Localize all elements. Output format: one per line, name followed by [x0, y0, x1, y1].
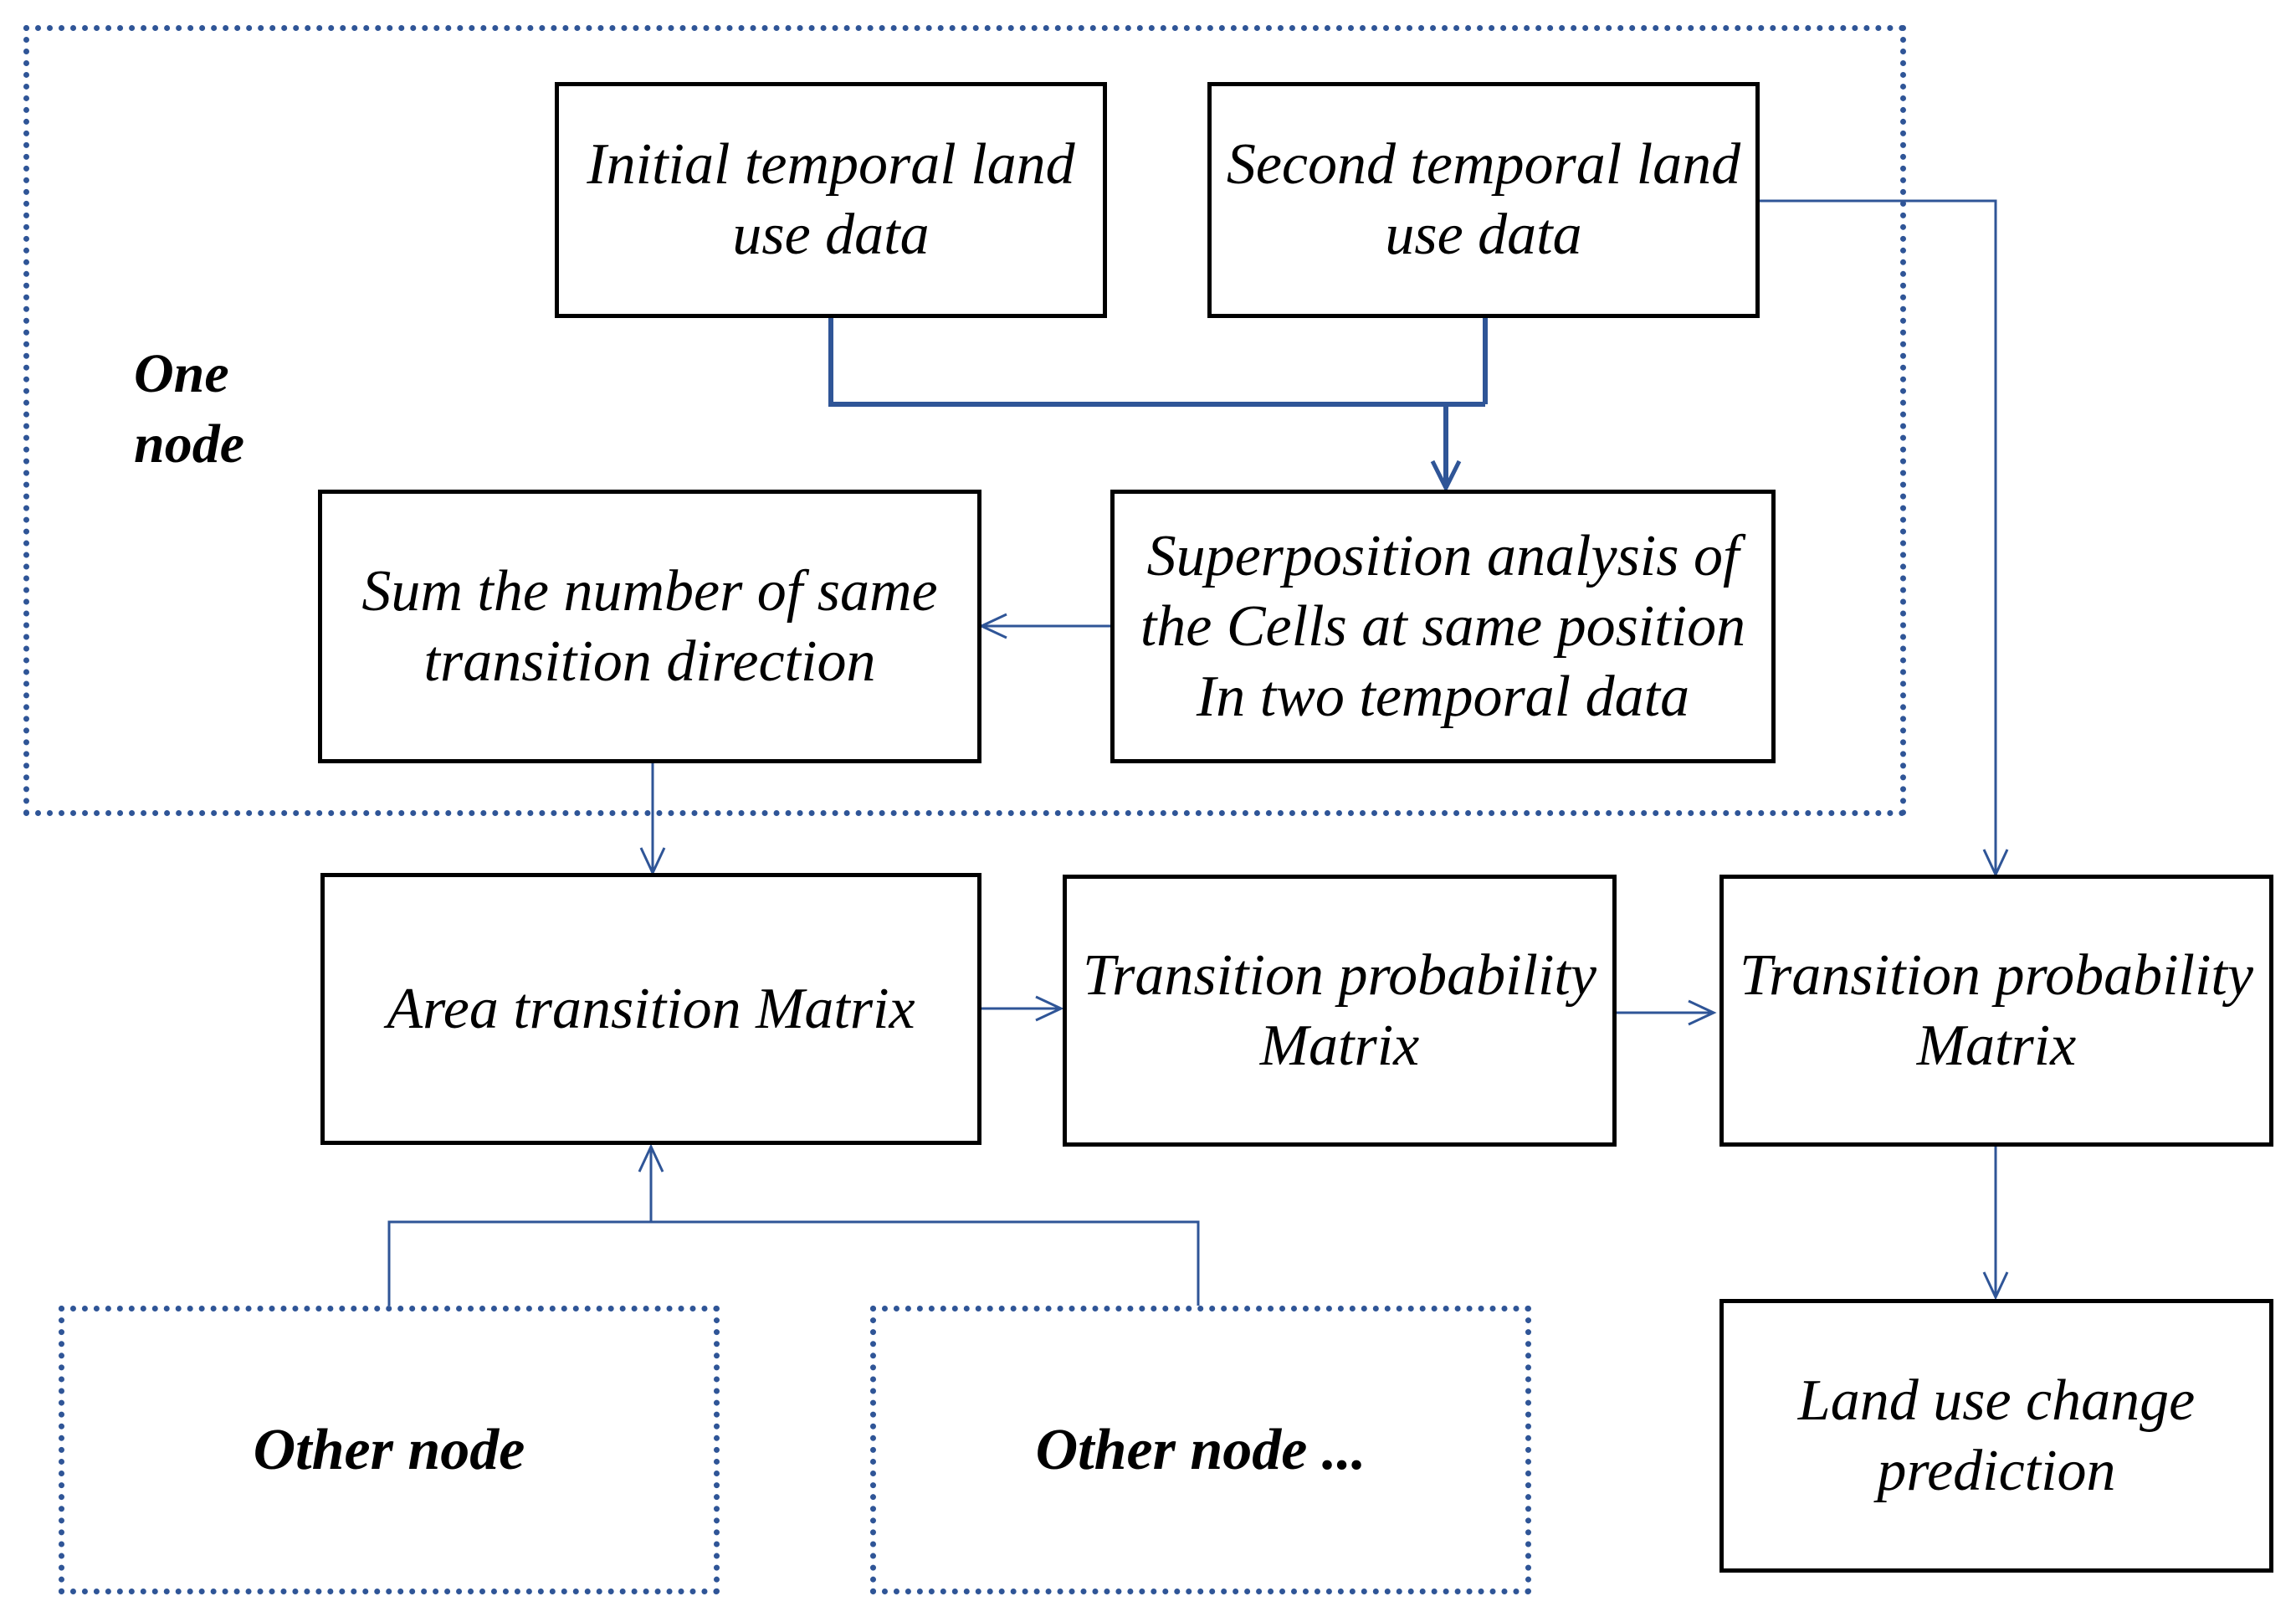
other-node-2-label: Other node ... [1035, 1417, 1366, 1482]
one-node-group [23, 25, 1906, 816]
superposition-analysis-box: Superposition analysis of the Cells at s… [1110, 490, 1776, 763]
second-land-use-data-box: Second temporal land use data [1207, 82, 1760, 318]
one-node-label: One node [134, 343, 244, 475]
other-node-2: Other node ... [870, 1306, 1531, 1594]
initial-land-use-data-text: Initial temporal land use data [587, 132, 1075, 267]
other-node-1: Other node [59, 1306, 720, 1594]
transition-probability-matrix-text-1: Transition probability Matrix [1083, 942, 1596, 1078]
area-transition-matrix-box: Area transition Matrix [320, 873, 981, 1145]
superposition-analysis-text: Superposition analysis of the Cells at s… [1140, 523, 1746, 729]
transition-probability-matrix-text-2: Transition probability Matrix [1740, 942, 2253, 1078]
connector-other-nodes [387, 1220, 1200, 1306]
initial-land-use-data-box: Initial temporal land use data [555, 82, 1107, 318]
other-node-1-label: Other node [253, 1417, 525, 1482]
land-use-change-prediction-box: Land use change prediction [1719, 1299, 2273, 1573]
area-transition-matrix-text: Area transition Matrix [387, 976, 915, 1041]
connector-initial-to-merge [828, 318, 1485, 407]
transition-probability-matrix-box-1: Transition probability Matrix [1063, 875, 1617, 1147]
second-land-use-data-text: Second temporal land use data [1226, 132, 1741, 267]
sum-transition-text: Sum the number of same transition direct… [361, 558, 938, 694]
transition-probability-matrix-box-2: Transition probability Matrix [1719, 875, 2273, 1147]
sum-transition-box: Sum the number of same transition direct… [318, 490, 981, 763]
connector-second-to-prob2 [1760, 199, 2009, 878]
land-use-change-prediction-text: Land use change prediction [1797, 1368, 2196, 1503]
